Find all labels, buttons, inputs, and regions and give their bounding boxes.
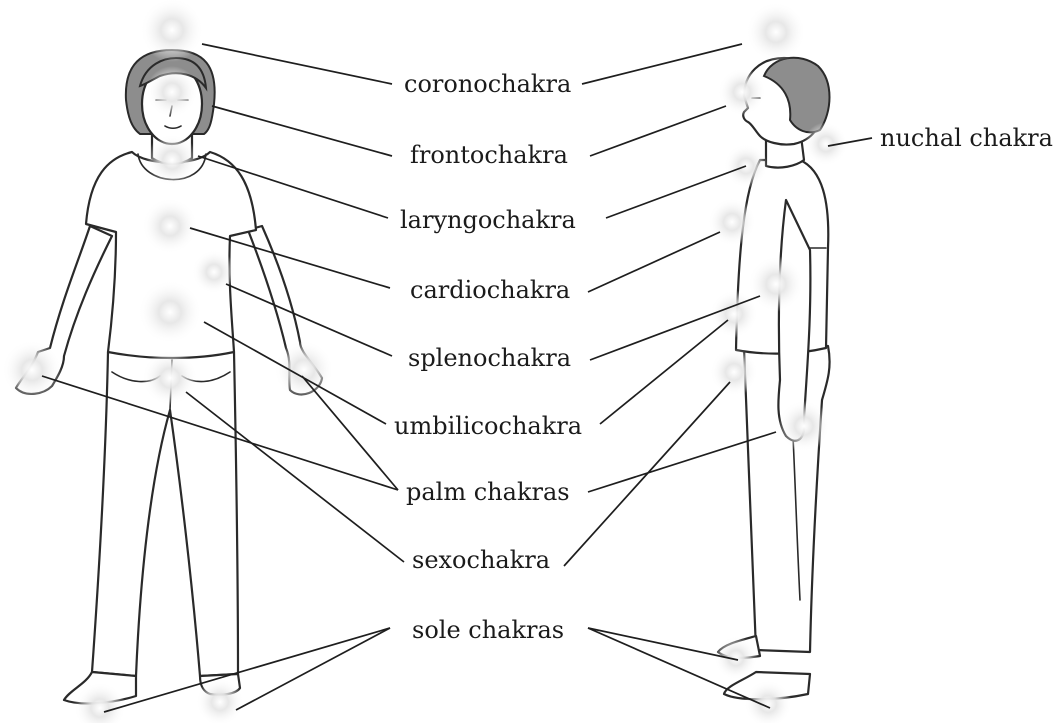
glow-sacral-front xyxy=(142,350,198,406)
leader-coronochakra-right xyxy=(582,44,742,84)
glow-brow-side xyxy=(718,68,766,116)
glow-crown-side xyxy=(746,2,806,62)
label-nuchal-chakra: nuchal chakra xyxy=(880,124,1053,152)
label-palm-chakras: palm chakras xyxy=(406,478,570,506)
glow-brow-front xyxy=(146,66,198,118)
label-sole-chakras: sole chakras xyxy=(412,616,564,644)
leader-cardiochakra-right xyxy=(588,232,720,292)
glow-sacral-side xyxy=(710,348,758,396)
glow-heart-side xyxy=(708,198,756,246)
glow-heart-front xyxy=(142,198,198,254)
label-laryngochakra: laryngochakra xyxy=(400,206,576,234)
glow-sole-back-side xyxy=(714,636,758,680)
label-cardiochakra: cardiochakra xyxy=(410,276,570,304)
label-sexochakra: sexochakra xyxy=(412,546,550,574)
glow-navel-side xyxy=(710,290,758,338)
glow-palm-left-front xyxy=(2,340,62,400)
glow-palm-right-front xyxy=(274,340,334,400)
leader-palm-right xyxy=(302,376,398,490)
leader-sole-left-2 xyxy=(236,628,390,710)
leader-coronochakra-left xyxy=(202,44,392,84)
glow-spleen-side xyxy=(748,256,804,312)
leader-frontochakra-left xyxy=(212,106,392,156)
leader-frontochakra-right xyxy=(590,106,726,156)
glow-crown-front xyxy=(140,0,204,62)
glow-navel-front xyxy=(138,280,202,344)
glow-spleen-front xyxy=(192,250,236,294)
label-splenochakra: splenochakra xyxy=(408,344,571,372)
leader-umbilicochakra-right xyxy=(600,320,728,424)
glow-throat-front xyxy=(146,134,198,186)
glow-palm-side xyxy=(778,400,830,452)
leader-sole-right-1 xyxy=(588,628,738,660)
label-umbilicochakra: umbilicochakra xyxy=(394,412,582,440)
label-coronochakra: coronochakra xyxy=(404,70,571,98)
leader-sole-left-1 xyxy=(104,628,390,712)
label-frontochakra: frontochakra xyxy=(410,141,568,169)
leader-sexochakra-right xyxy=(564,382,730,566)
